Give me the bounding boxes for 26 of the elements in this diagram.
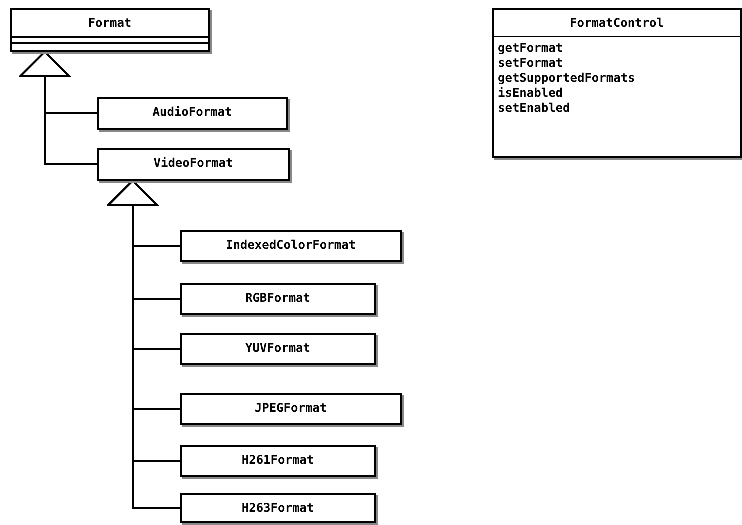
inheritance-arrow	[20, 51, 97, 166]
method-name: isEnabled	[497, 86, 564, 101]
class-box	[180, 230, 402, 262]
class-name: AudioFormat	[152, 104, 234, 121]
class-name: H261Format	[240, 452, 316, 469]
class-box	[492, 8, 742, 158]
class-box	[180, 445, 376, 477]
class-name: Format	[87, 15, 133, 32]
method-name: getFormat	[497, 41, 564, 56]
class-box	[97, 148, 290, 181]
method-name: setFormat	[497, 56, 564, 71]
class-box	[180, 493, 376, 523]
method-name: setEnabled	[497, 101, 572, 116]
class-name: JPEGFormat	[254, 400, 328, 417]
class-name: IndexedColorFormat	[224, 237, 358, 254]
class-box	[97, 97, 288, 130]
class-name: FormatControl	[569, 15, 665, 32]
class-box	[10, 8, 210, 52]
class-box	[180, 333, 376, 365]
class-name: YUVFormat	[244, 340, 312, 357]
class-name: H263Format	[240, 500, 316, 517]
method-name: getSupportedFormats	[497, 71, 636, 86]
class-box	[180, 283, 376, 315]
class-name: VideoFormat	[152, 155, 234, 172]
class-box	[180, 393, 402, 425]
class-name: RGBFormat	[244, 290, 312, 307]
